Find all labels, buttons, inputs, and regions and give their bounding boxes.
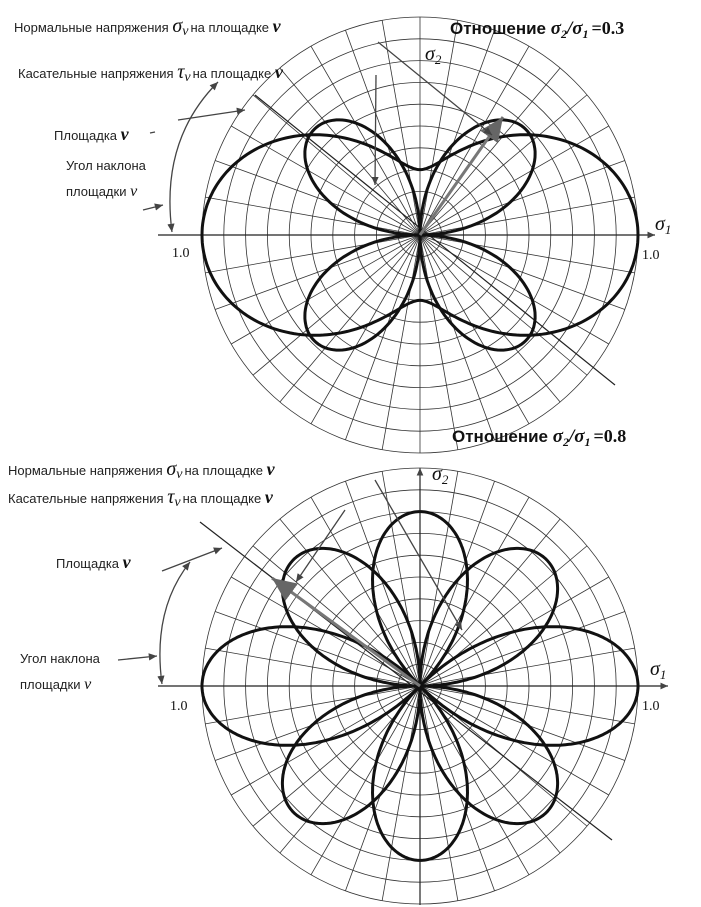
grid-ray	[419, 685, 459, 901]
grid-ray	[252, 234, 421, 376]
grid-ray	[419, 481, 495, 687]
grid-ray	[215, 611, 421, 687]
angle-pointer	[142, 203, 164, 211]
grid-ray	[205, 196, 421, 236]
sigma2-pointer	[377, 41, 493, 136]
tick-right-1-0: 1.0	[642, 248, 660, 263]
plane-line	[254, 94, 616, 386]
grid-ray	[215, 685, 421, 761]
grid-ray	[381, 20, 421, 236]
tick-left-1-0: 1.0	[172, 246, 190, 261]
normal-stress-curve	[200, 510, 640, 862]
angle-arc	[157, 561, 191, 685]
grid-ray	[345, 30, 421, 236]
grid-ray	[215, 160, 421, 236]
shear-stress-pointer	[295, 509, 346, 583]
grid-ray	[345, 234, 421, 440]
grid-ray	[419, 611, 625, 687]
normal-stress-pointer	[374, 479, 463, 631]
diagram-ratio-0-8: Отношение σ2/σ1=0.8 Нормальные напряжени…	[8, 426, 668, 905]
title: Отношение σ2/σ1=0.8	[452, 426, 626, 449]
axis-sigma2-label: σ2	[432, 463, 449, 487]
angle-arc	[167, 81, 219, 233]
grid-ray	[205, 647, 421, 687]
normal-stress-pointer	[371, 74, 379, 186]
tick-left-1-0: 1.0	[170, 699, 188, 714]
angle-label-line2: площадки ν	[66, 183, 138, 200]
grid-ray	[381, 471, 421, 687]
grid-ray	[310, 46, 421, 236]
grid-ray	[419, 234, 625, 310]
angle-pointer	[117, 653, 158, 661]
plane-label: Площадка ν	[54, 124, 130, 144]
grid-ray	[345, 685, 421, 891]
angle-label-line2: площадки ν	[20, 676, 92, 693]
grid-ray	[310, 685, 421, 875]
grid-ray	[345, 481, 421, 687]
axis-sigma1-label: σ1	[655, 213, 671, 237]
grid-ray	[381, 234, 421, 450]
grid-ray	[215, 234, 421, 310]
stress-vector	[271, 576, 421, 688]
grid-ray	[310, 234, 421, 424]
grid-ray	[419, 685, 530, 875]
tick-right-1-0: 1.0	[642, 699, 660, 714]
angle-label-line1: Угол наклона	[20, 651, 101, 666]
grid-ray	[419, 685, 635, 725]
grid-ray	[279, 67, 421, 236]
grid-ray	[419, 234, 530, 424]
grid-ray	[419, 67, 561, 236]
shear-stress-pointer	[177, 107, 246, 121]
grid-ray	[252, 94, 421, 236]
grid-ray	[419, 94, 588, 236]
grid-ray	[279, 234, 421, 403]
grid-ray	[419, 234, 459, 450]
grid-ray	[419, 497, 530, 687]
grid-ray	[419, 234, 561, 403]
grid-ray	[205, 234, 421, 274]
grid-ray	[419, 685, 495, 891]
angle-label-line1: Угол наклона	[66, 158, 147, 173]
grid-ray	[419, 20, 459, 236]
grid-ray	[419, 46, 530, 236]
grid-ray	[419, 234, 495, 440]
normal-stress-curve	[200, 133, 640, 337]
grid-ray	[419, 30, 495, 236]
plane-line	[199, 521, 613, 841]
axis-sigma1-label: σ1	[650, 658, 666, 682]
grid-ray	[310, 497, 421, 687]
grid-ray	[419, 160, 625, 236]
grid-ray	[419, 647, 635, 687]
grid-ray	[419, 196, 635, 236]
grid-ray	[419, 685, 625, 761]
stress-vector	[418, 116, 505, 236]
plane-pointer	[161, 547, 223, 572]
title: Отношение σ2/σ1=0.3	[450, 18, 624, 41]
plane-pointer	[149, 131, 156, 134]
grid-ray	[381, 685, 421, 901]
axis-sigma2-label: σ2	[425, 43, 442, 67]
grid-ray	[419, 234, 588, 376]
diagram-ratio-0-3: Отношение σ2/σ1=0.3 Нормальные напряжени…	[14, 15, 671, 454]
grid-ray	[419, 471, 459, 687]
grid-ray	[419, 234, 635, 274]
grid-ray	[205, 685, 421, 725]
plane-label: Площадка ν	[56, 552, 132, 572]
